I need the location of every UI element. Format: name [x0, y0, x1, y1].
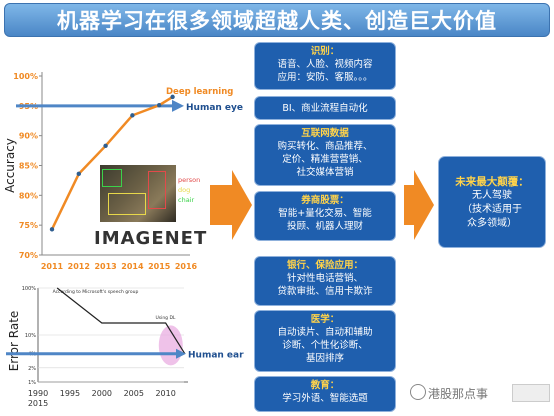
accuracy-y-axis-label: Accuracy	[3, 138, 17, 193]
deep-learning-point	[76, 171, 82, 177]
accuracy-x-tick-label: 2015	[148, 262, 171, 271]
wechat-icon	[410, 384, 426, 400]
title-banner: 机器学习在很多领域超越人类、创造巨大价值	[4, 3, 550, 37]
dog-bounding-box	[108, 193, 146, 215]
deep-learning-point	[157, 103, 162, 108]
error-rate-chart: 100%10%4%2%1%199019952000200520102015Err…	[6, 286, 244, 408]
box-bank-insurance-line-2: 贷款审批、信用卡欺诈	[277, 286, 373, 297]
accuracy-x-tick-label: 2016	[175, 262, 198, 271]
box-medical-title: 医学：	[310, 314, 340, 325]
human-ear-label: Human ear	[188, 351, 244, 361]
photo-tag-dog: dog	[178, 186, 191, 194]
box-medical-line-3: 基因排序	[305, 353, 344, 364]
error-x-tick-label: 2010	[155, 389, 175, 398]
deep-learning-series-line	[50, 95, 174, 230]
error-y-tick-label: 100%	[22, 286, 37, 292]
box-internet-data: 互联网数据 购买转化、商品推荐、 定价、精准营营销、 社交媒体营销	[254, 124, 396, 186]
box-bi-line-1: BI、商业流程自动化	[282, 103, 368, 114]
deep-learning-point	[130, 113, 135, 118]
box-bi: BI、商业流程自动化	[254, 96, 396, 120]
accuracy-y-tick-label: 100%	[13, 72, 38, 81]
photo-tag-chair: chair	[178, 196, 195, 204]
error-y-tick-label: 1%	[28, 380, 36, 386]
page-title: 机器学习在很多领域超越人类、创造巨大价值	[57, 8, 497, 33]
box-bank-insurance: 银行、保险应用： 针对性电话营销、 贷款审批、信用卡欺诈	[254, 256, 396, 306]
box-bank-insurance-line-1: 针对性电话营销、	[286, 273, 363, 284]
human-eye-label: Human eye	[186, 103, 243, 113]
using-dl-annotation: Using DL	[155, 315, 175, 321]
future-disruption-line-3: 众多领域）	[467, 218, 517, 229]
accuracy-y-tick-label: 80%	[19, 191, 38, 200]
right-orange-arrow	[404, 170, 434, 240]
error-y-tick-label: 10%	[25, 333, 36, 339]
accuracy-y-tick-label: 85%	[19, 162, 38, 171]
box-education-title: 教育：	[310, 380, 340, 391]
deep-learning-point	[103, 143, 108, 149]
deep-learning-series-label: Deep learning	[166, 87, 233, 97]
accuracy-x-tick-label: 2011	[41, 262, 64, 271]
box-education-line-1: 学习外语、智能选题	[282, 393, 368, 404]
box-recognition: 识别： 语音、人脸、视频内容 应用：安防、客服。。。	[254, 42, 396, 90]
human-ear-arrowhead	[176, 348, 186, 359]
human-eye-arrowhead	[172, 99, 184, 112]
chair-bounding-box	[102, 169, 122, 187]
box-internet-data-line-1: 购买转化、商品推荐、	[277, 141, 373, 152]
person-bounding-box	[148, 171, 166, 209]
deep-learning-point	[49, 227, 55, 232]
future-disruption-title: 未来最大颠覆：	[455, 176, 529, 188]
watermark-text: 港股那点事	[428, 387, 489, 401]
error-x-tick-label: 1995	[60, 389, 80, 398]
box-medical: 医学： 自动读片、自动和辅助 诊断、个性化诊断、 基因排序	[254, 310, 396, 372]
box-education: 教育： 学习外语、智能选题	[254, 376, 396, 412]
future-disruption-box: 未来最大颠覆： 无人驾驶 （技术适用于 众多领域）	[438, 156, 546, 248]
accuracy-x-tick-label: 2012	[68, 262, 90, 271]
future-disruption-line-2: （技术适用于	[462, 204, 522, 215]
accuracy-y-tick-label: 75%	[19, 221, 38, 230]
error-x-tick-label-2015: 2015	[28, 399, 48, 408]
accuracy-y-tick-label: 90%	[19, 132, 38, 141]
box-internet-data-title: 互联网数据	[301, 128, 349, 139]
accuracy-y-tick-label: 70%	[19, 251, 38, 260]
box-brokerage-line-1: 智能+量化交易、智能	[278, 208, 372, 219]
error-y-tick-label: 2%	[28, 366, 36, 372]
box-brokerage-title: 券商股票：	[301, 195, 349, 206]
future-disruption-line-1: 无人驾驶	[472, 190, 512, 201]
box-recognition-title: 识别：	[310, 46, 340, 57]
error-y-axis-label: Error Rate	[7, 311, 21, 372]
box-brokerage: 券商股票： 智能+量化交易、智能 投顾、机器人理财	[254, 191, 396, 241]
box-medical-line-2: 诊断、个性化诊断、	[282, 340, 368, 351]
photo-tag-person: person	[178, 176, 201, 184]
watermark-logo	[512, 384, 550, 402]
accuracy-chart: 70%75%80%85%90%95%100%201120122013201420…	[3, 72, 243, 271]
left-orange-arrow	[210, 170, 252, 240]
error-x-tick-label: 1990	[28, 389, 48, 398]
imagenet-sample-photo	[100, 165, 176, 222]
imagenet-logo: IMAGENET	[94, 228, 208, 249]
box-medical-line-1: 自动读片、自动和辅助	[277, 327, 373, 338]
error-x-tick-label: 2000	[92, 389, 112, 398]
box-brokerage-line-2: 投顾、机器人理财	[286, 221, 363, 232]
microsoft-annotation: According to Microsoft's speech group	[53, 289, 139, 295]
box-recognition-line-2: 应用：安防、客服。。。	[277, 72, 373, 83]
box-recognition-line-1: 语音、人脸、视频内容	[277, 59, 373, 70]
box-internet-data-line-2: 定价、精准营营销、	[282, 154, 368, 165]
box-bank-insurance-title: 银行、保险应用：	[286, 260, 363, 271]
deep-learning-point	[170, 94, 175, 100]
error-x-tick-label: 2005	[124, 389, 144, 398]
error-rate-series-line	[56, 287, 186, 355]
accuracy-x-tick-label: 2013	[94, 262, 116, 271]
box-internet-data-line-3: 社交媒体营销	[296, 167, 354, 178]
accuracy-x-tick-label: 2014	[121, 262, 144, 271]
